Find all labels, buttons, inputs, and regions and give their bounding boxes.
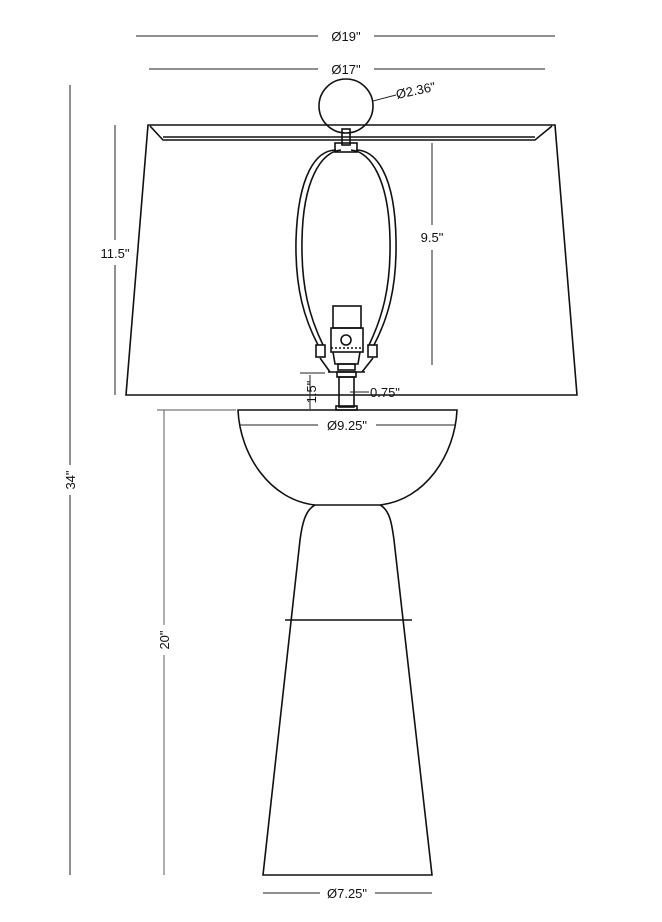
dim-shade-bottom: Ø17" <box>149 62 545 77</box>
dim-label-neck-height: 1.5" <box>304 380 319 403</box>
harp <box>295 128 397 373</box>
dim-label-9-5: 9.5" <box>421 230 444 245</box>
socket <box>328 305 365 373</box>
dim-label-neck-width: 0.75" <box>370 385 400 400</box>
dim-shade-height: 11.5" <box>101 125 130 395</box>
dim-label-11-5: 11.5" <box>101 246 130 261</box>
base-body <box>262 504 433 876</box>
dim-label-17: Ø17" <box>331 62 361 77</box>
dim-label-20: 20" <box>157 630 172 649</box>
dim-harp-height: 9.5" <box>421 143 444 365</box>
dim-label-19: Ø19" <box>331 29 361 44</box>
dim-label-finial: Ø2.36" <box>395 79 438 102</box>
dim-foot: Ø7.25" <box>263 886 432 901</box>
dim-label-7-25: Ø7.25" <box>327 886 367 901</box>
neck: 1.5" 0.75" <box>300 371 400 411</box>
dim-overall-height: 34" <box>63 85 78 875</box>
dim-label-34: 34" <box>63 470 78 489</box>
dim-base-height: 20" <box>157 409 236 875</box>
base-bowl: Ø9.25" <box>237 409 458 506</box>
lamp-shade <box>125 124 578 396</box>
dim-label-9-25: Ø9.25" <box>327 418 367 433</box>
dim-shade-top: Ø19" <box>136 29 555 44</box>
